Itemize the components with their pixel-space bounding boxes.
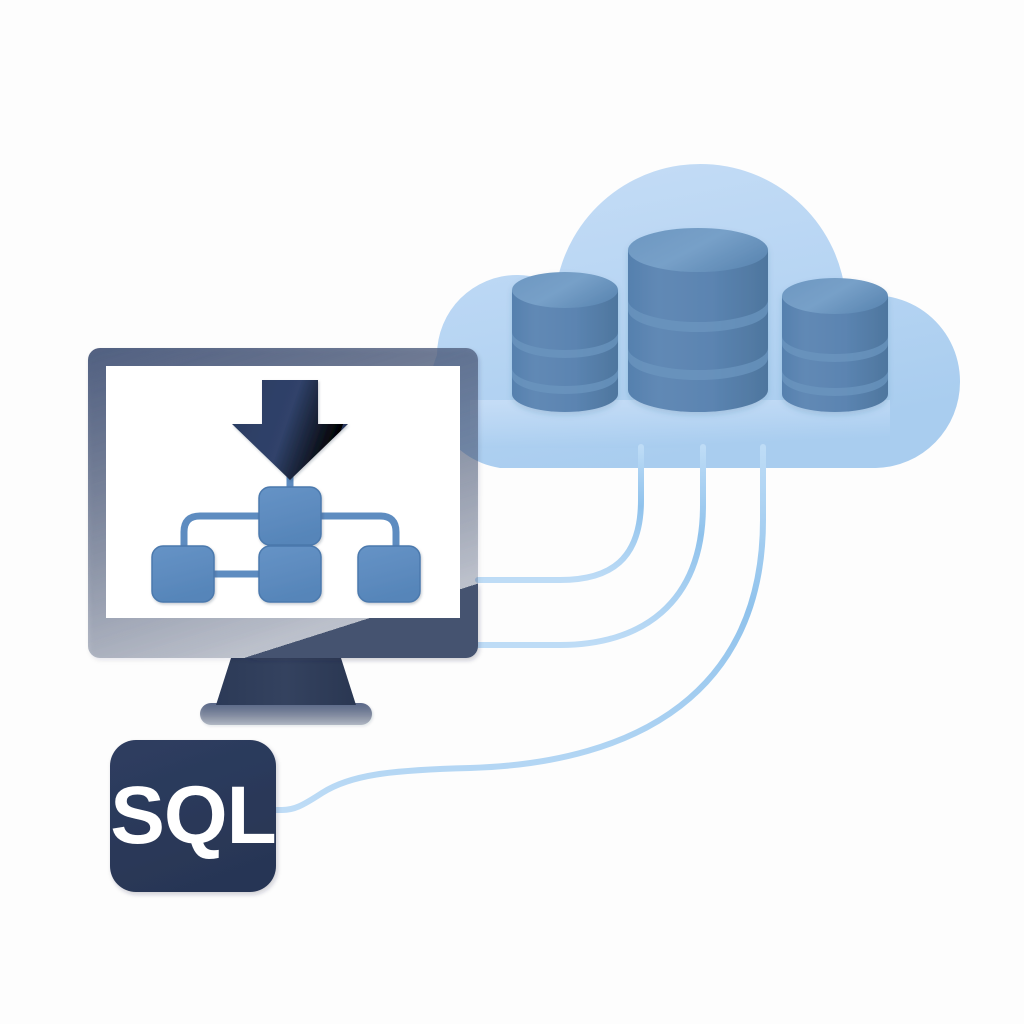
cylinder-center-top — [628, 228, 768, 272]
node-child-left — [151, 545, 215, 603]
monitor-stand — [216, 658, 356, 705]
cylinder-right-top — [782, 278, 888, 314]
cylinder-left-band-1 — [512, 332, 618, 358]
cylinder-right-band-2 — [782, 370, 888, 396]
connector-cloud-to-sql-badge — [273, 444, 766, 813]
database-cylinder-left — [512, 272, 618, 412]
database-cylinders — [512, 228, 888, 412]
download-arrow-icon — [232, 380, 348, 480]
monitor-base — [200, 703, 372, 725]
sql-badge[interactable]: SQL — [110, 740, 277, 892]
node-child-right — [357, 545, 421, 603]
connector-lines — [273, 444, 766, 813]
database-cylinder-center — [628, 228, 768, 412]
database-cylinder-right — [782, 278, 888, 412]
connector-root-to-right — [317, 512, 400, 556]
hierarchy-flow-diagram — [151, 380, 421, 603]
cylinder-left-band-2 — [512, 368, 618, 394]
cylinder-right-band-1 — [782, 336, 888, 362]
desktop-monitor — [88, 348, 478, 725]
connector-root-to-left — [180, 512, 263, 556]
node-child-center — [258, 545, 322, 603]
node-root — [258, 486, 322, 546]
sql-badge-label: SQL — [110, 770, 276, 861]
sql-badge-background — [110, 740, 276, 892]
cylinder-center-band-2 — [628, 348, 768, 380]
connector-cloud-to-monitor-lower — [475, 444, 706, 648]
connector-cloud-to-monitor-upper — [475, 444, 644, 583]
cylinder-left-top — [512, 272, 618, 308]
cylinder-center-band-1 — [628, 300, 768, 332]
